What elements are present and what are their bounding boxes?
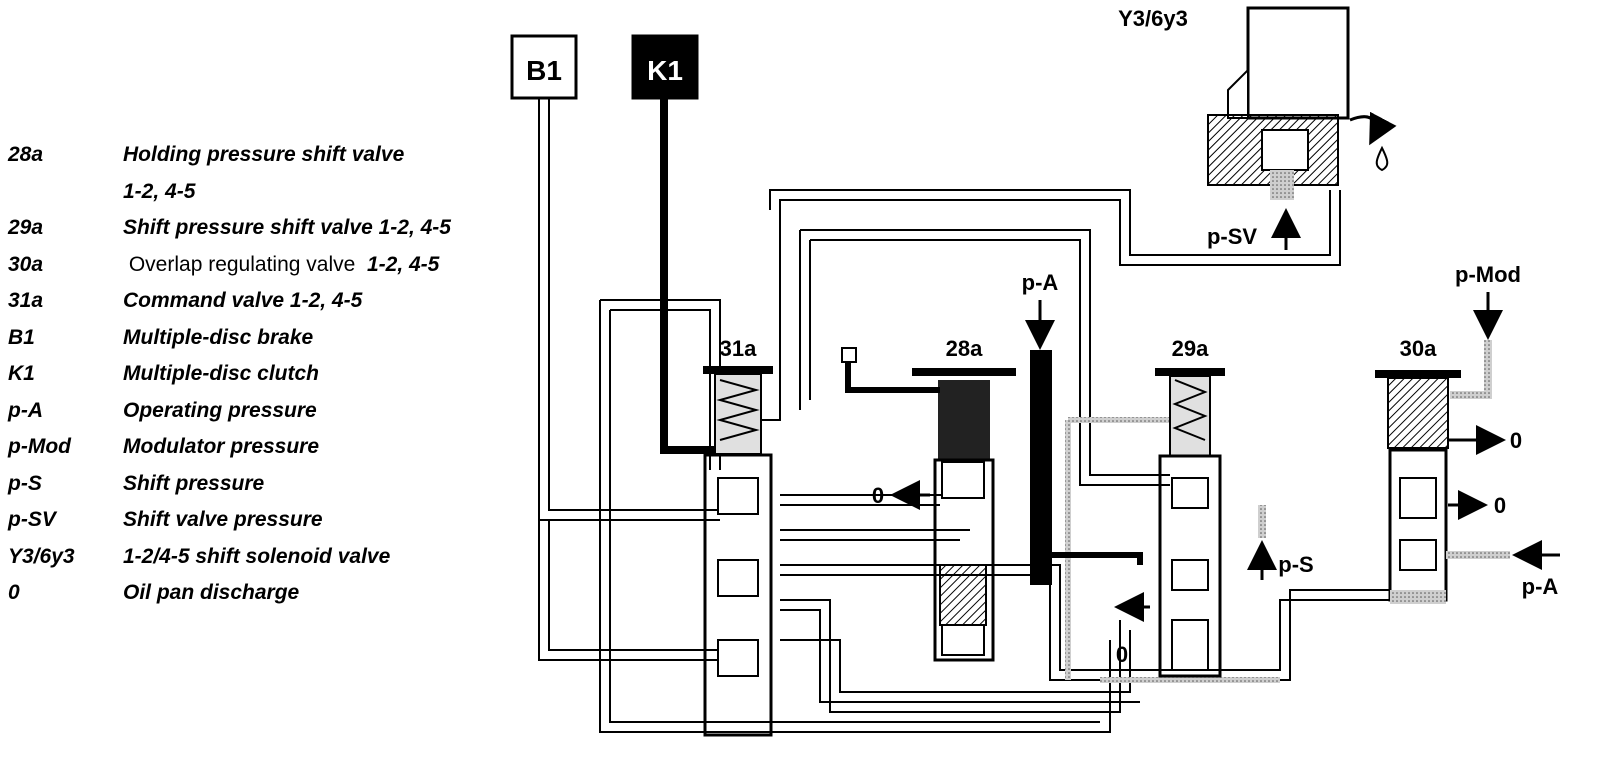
- legend-desc: 1-2, 4-5: [123, 179, 196, 203]
- legend-desc: Operating pressure: [123, 398, 317, 422]
- b1-label: B1: [526, 55, 562, 86]
- oil-drop-icon: [1375, 145, 1389, 172]
- legend-desc: Shift pressure shift valve 1-2, 4-5: [123, 216, 451, 239]
- legend-desc: Shift valve pressure: [123, 508, 323, 531]
- legend-row-b1: B1 Multiple-disc brake: [8, 320, 451, 357]
- legend-code: p-Mod: [8, 435, 71, 458]
- legend-desc: Overlap regulating valve: [128, 252, 356, 276]
- legend-desc: Shift pressure: [123, 471, 265, 495]
- legend-row-0: 0 Oil pan discharge: [8, 575, 451, 612]
- solenoid-label: Y3/6y3: [1118, 6, 1188, 31]
- legend-desc-suffix: 1-2, 4-5: [366, 252, 440, 276]
- legend-desc: 1-2/4-5 shift solenoid valve: [123, 544, 391, 568]
- operating-pressure-right-input: p-A: [1446, 540, 1560, 599]
- return-loops: [599, 189, 1341, 733]
- discharge-label: 0: [1494, 493, 1506, 518]
- shift-pressure-valve-29a: 29a: [1155, 336, 1225, 678]
- ps-label: p-S: [1278, 552, 1313, 577]
- legend-desc: Holding pressure shift valve: [123, 143, 405, 166]
- legend-code: Y3/6y3: [8, 544, 75, 568]
- legend-code: B1: [8, 325, 35, 349]
- discharge-label: 0: [1510, 428, 1522, 453]
- legend-row-29a: 29a Shift pressure shift valve 1-2, 4-5: [8, 210, 451, 247]
- valve-28a-label: 28a: [946, 336, 983, 361]
- discharge-label: 0: [1116, 642, 1128, 667]
- pa-top-label: p-A: [1022, 270, 1059, 295]
- legend-row-pmod: p-Mod Modulator pressure: [8, 429, 451, 466]
- shift-pressure-input: p-S: [1247, 505, 1314, 580]
- discharge-markers: 0 0 0 0: [872, 425, 1522, 667]
- legend-code: 30a: [8, 252, 44, 276]
- legend: 28a Holding pressure shift valve 1-2, 4-…: [8, 137, 451, 612]
- valve-29a-label: 29a: [1172, 336, 1209, 361]
- operating-pressure-input: p-A: [1022, 270, 1143, 585]
- discharge-label: 0: [872, 483, 884, 508]
- legend-row-28a: 28a Holding pressure shift valve: [8, 137, 451, 174]
- legend-code: K1: [8, 362, 35, 385]
- legend-row-28a-cont: 1-2, 4-5: [8, 174, 451, 211]
- legend-row-pa: p-A Operating pressure: [8, 393, 451, 430]
- b1-line: [538, 98, 720, 661]
- legend-code: p-S: [8, 471, 42, 495]
- legend-row-psv: p-SV Shift valve pressure: [8, 502, 451, 539]
- legend-row-31a: 31a Command valve 1-2, 4-5: [8, 283, 451, 320]
- legend-code: 0: [8, 581, 20, 604]
- modulator-path: [1065, 417, 1280, 683]
- legend-desc: Multiple-disc brake: [123, 325, 314, 349]
- command-valve-31a: 31a: [703, 336, 773, 737]
- legend-row-30a: 30a Overlap regulating valve 1-2, 4-5: [8, 247, 451, 284]
- legend-desc: Oil pan discharge: [123, 581, 300, 604]
- legend-code: 31a: [8, 289, 44, 312]
- holding-pressure-valve-28a: 28a: [841, 336, 1016, 662]
- pmod-label: p-Mod: [1455, 262, 1521, 287]
- pa-right-label: p-A: [1522, 574, 1559, 599]
- clutch-k1-box: K1: [631, 34, 699, 100]
- modulator-pressure-input: p-Mod: [1450, 262, 1521, 399]
- overlap-regulating-valve-30a: 30a: [1375, 336, 1461, 604]
- legend-code: 29a: [8, 216, 44, 239]
- legend-row-ps: p-S Shift pressure: [8, 466, 451, 503]
- bottom-channels: [780, 494, 1390, 713]
- legend-code: p-SV: [8, 508, 56, 531]
- legend-desc: Multiple-disc clutch: [123, 362, 320, 385]
- valve-31a-label: 31a: [720, 336, 757, 361]
- valve-30a-label: 30a: [1400, 336, 1437, 361]
- psv-label: p-SV: [1207, 224, 1257, 249]
- legend-desc: Command valve 1-2, 4-5: [123, 289, 363, 312]
- legend-code: p-A: [8, 398, 43, 422]
- k1-label: K1: [647, 55, 683, 86]
- legend-desc: Modulator pressure: [123, 435, 320, 458]
- brake-b1-box: B1: [510, 34, 578, 100]
- legend-row-k1: K1 Multiple-disc clutch: [8, 356, 451, 393]
- shift-solenoid-valve-y3-6y3: Y3/6y3 p-SV: [1118, 6, 1397, 250]
- legend-code: 28a: [8, 143, 44, 166]
- legend-row-y3: Y3/6y3 1-2/4-5 shift solenoid valve: [8, 539, 451, 576]
